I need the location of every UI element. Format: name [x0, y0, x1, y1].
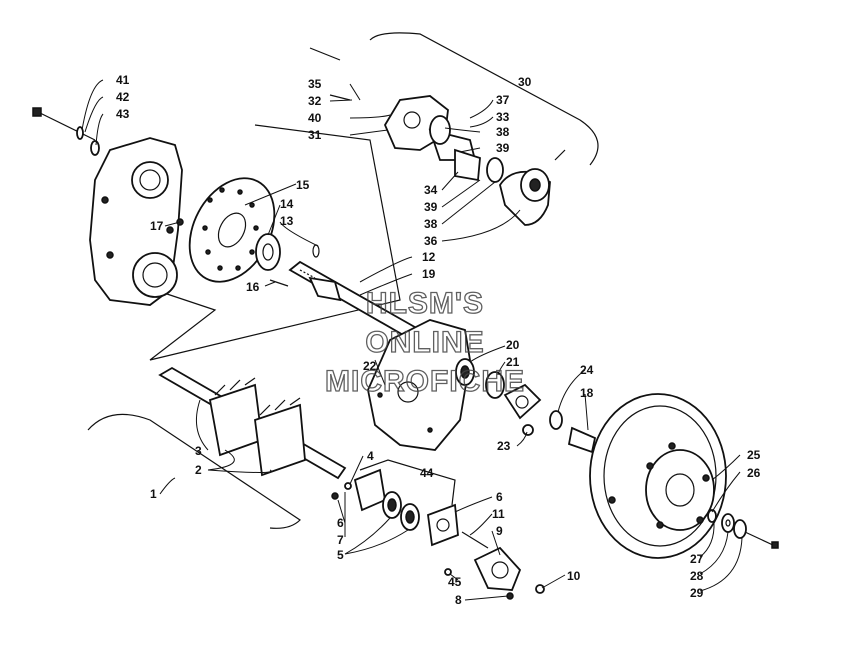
callout-21: 21: [506, 355, 520, 369]
callout-33: 33: [496, 110, 510, 124]
case-bolt: [32, 107, 100, 156]
bearing-housing-parts: [331, 468, 489, 576]
callout-31: 31: [308, 128, 322, 142]
callout-38b: 38: [424, 217, 438, 231]
group-bracket-30: [369, 32, 599, 166]
callout-1: 1: [150, 487, 157, 501]
track-drive-shaft: [158, 366, 347, 480]
bearing-set: [455, 358, 542, 436]
callout-39b: 39: [424, 200, 438, 214]
callout-43: 43: [116, 107, 130, 121]
callout-24: 24: [580, 363, 594, 377]
watermark-line-2: ONLINE: [365, 326, 484, 359]
callout-23: 23: [497, 439, 511, 453]
disc-hub: [255, 233, 281, 271]
callout-2: 2: [195, 463, 202, 477]
callout-11: 11: [492, 507, 505, 521]
spacer: [549, 410, 597, 454]
callout-35: 35: [308, 77, 322, 91]
callout-27: 27: [690, 552, 704, 566]
leader-lines: [81, 79, 743, 601]
callout-38: 38: [496, 125, 510, 139]
callout-6: 6: [337, 516, 344, 530]
callout-40: 40: [308, 111, 322, 125]
group-bracket-12: [149, 124, 401, 361]
callout-36: 36: [424, 234, 438, 248]
callout-4: 4: [367, 449, 374, 463]
bearing-carrier: [473, 546, 545, 600]
callout-3: 3: [195, 444, 202, 458]
callout-25: 25: [747, 448, 761, 462]
drum-fasteners: [707, 509, 779, 549]
drive-drum: [589, 393, 727, 559]
group-bracket-44: [359, 459, 456, 506]
callout-30: 30: [518, 75, 532, 89]
brake-caliper: [309, 47, 566, 226]
callout-labels: 41 42 43 35 32 40 31 30 37 33 38 39 34 3…: [116, 73, 761, 607]
drive-shaft: [288, 260, 422, 342]
brake-disc: [188, 177, 276, 283]
drive-case: [89, 137, 183, 306]
callout-12: 12: [422, 250, 436, 264]
callout-14: 14: [280, 197, 294, 211]
watermark: HLSM'S ONLINE MICROFICHE: [324, 286, 525, 398]
callout-6b: 6: [496, 490, 503, 504]
callout-45: 45: [448, 575, 462, 589]
callout-19: 19: [422, 267, 436, 281]
callout-20: 20: [506, 338, 520, 352]
callout-28: 28: [690, 569, 704, 583]
callout-34: 34: [424, 183, 438, 197]
callout-42: 42: [116, 90, 130, 104]
callout-7: 7: [337, 533, 344, 547]
callout-16: 16: [246, 280, 260, 294]
callout-9: 9: [496, 524, 503, 538]
callout-18: 18: [580, 386, 594, 400]
watermark-line-3: MICROFICHE: [325, 365, 525, 398]
callout-22: 22: [363, 359, 377, 373]
callout-8: 8: [455, 593, 462, 607]
callout-17: 17: [150, 219, 164, 233]
callout-29: 29: [690, 586, 704, 600]
group-bracket-1: [87, 413, 301, 529]
callout-10: 10: [567, 569, 581, 583]
watermark-line-1: HLSM'S: [366, 287, 484, 320]
callout-26: 26: [747, 466, 761, 480]
callout-41: 41: [116, 73, 130, 87]
callout-15: 15: [296, 178, 310, 192]
callout-32: 32: [308, 94, 322, 108]
callout-39: 39: [496, 141, 510, 155]
callout-37: 37: [496, 93, 510, 107]
callout-13: 13: [280, 214, 294, 228]
chain-case: [367, 319, 471, 451]
callout-5: 5: [337, 548, 344, 562]
callout-44: 44: [420, 466, 434, 480]
